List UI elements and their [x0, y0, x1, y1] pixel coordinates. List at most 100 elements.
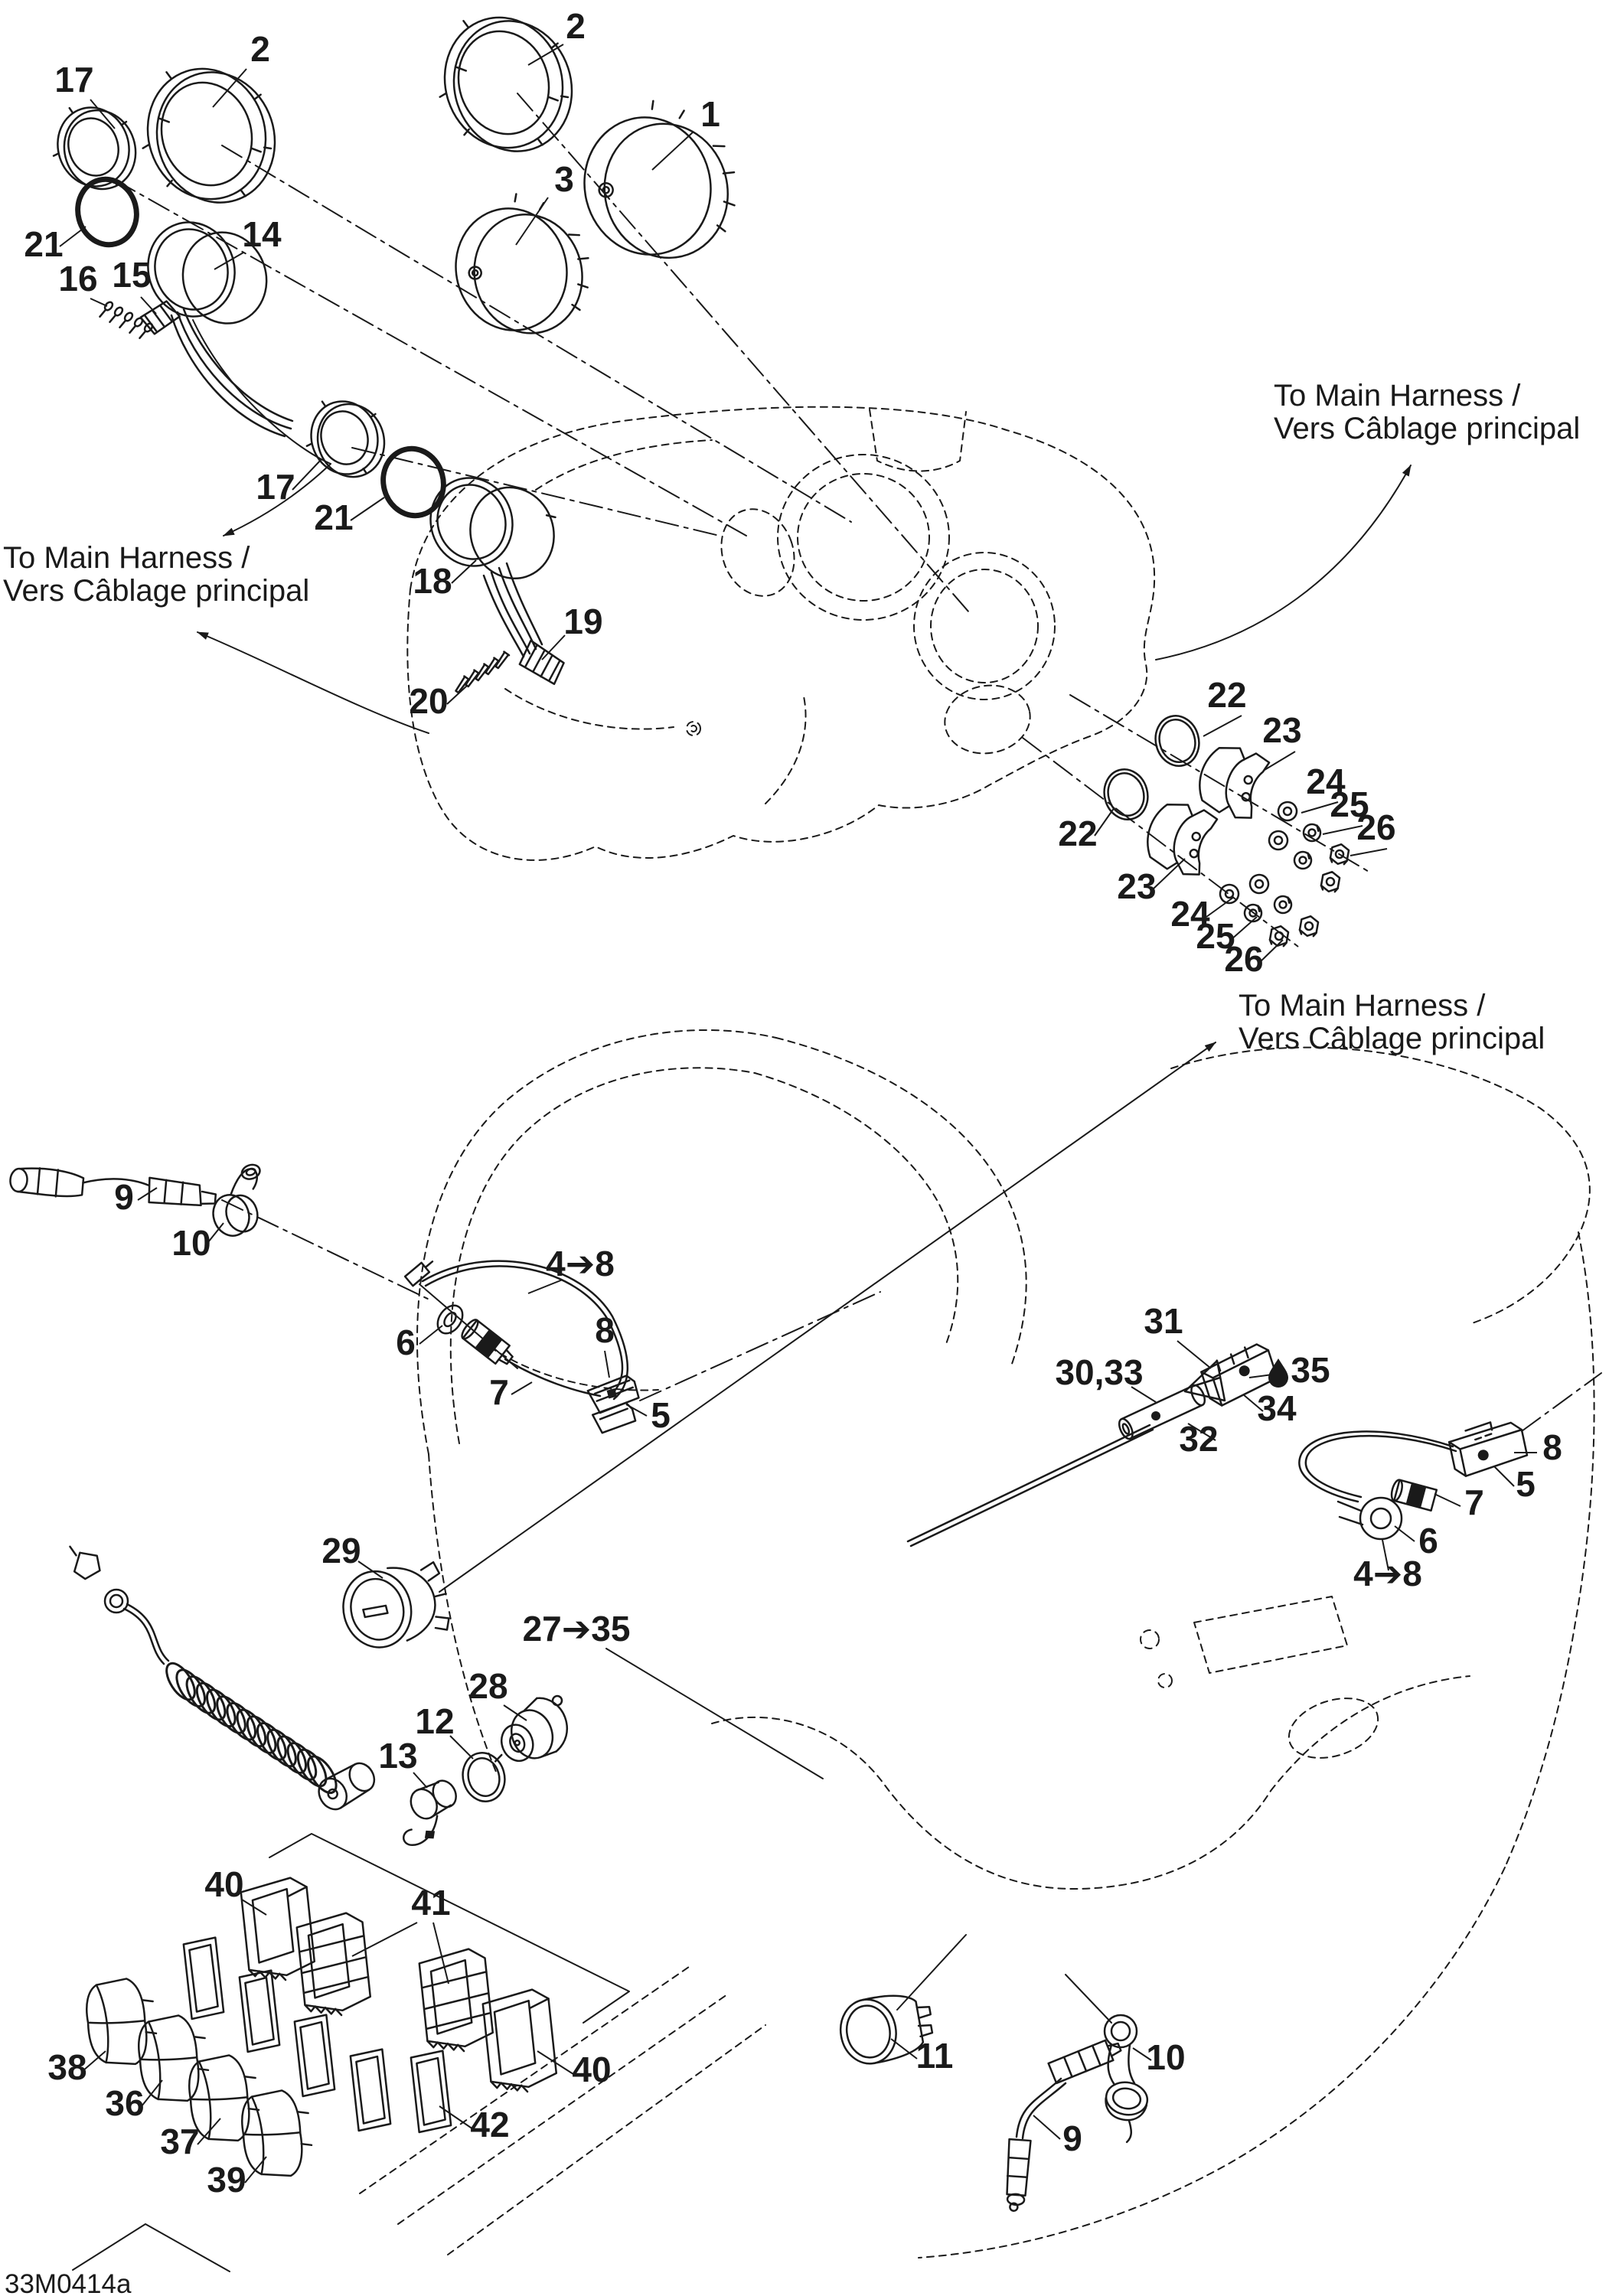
part-label: 36	[105, 2083, 144, 2123]
bezel-ring-17-mid	[305, 400, 386, 478]
leader-line	[1434, 1493, 1461, 1507]
switch-gasket	[238, 1969, 281, 2053]
part-label: 42	[470, 2105, 509, 2144]
part-label: 22	[1207, 675, 1246, 715]
leader-line	[527, 1279, 563, 1294]
coil-loop	[256, 1722, 287, 1761]
part-label: 25	[1330, 784, 1369, 824]
gauge-housing-1	[583, 99, 736, 259]
bezel-ring-2-left	[142, 67, 276, 204]
lock-washer-25	[1291, 848, 1315, 872]
o-ring-21-mid	[380, 445, 446, 519]
leader-line	[1152, 858, 1186, 890]
part-label: 25	[1196, 916, 1235, 956]
leader-line	[439, 2105, 474, 2130]
leader-line	[1382, 1539, 1389, 1571]
power-socket-11	[839, 1994, 934, 2065]
leader-line	[1033, 2115, 1061, 2140]
part-label: 21	[24, 224, 63, 264]
nut-26	[1319, 869, 1342, 894]
leader-line	[204, 1222, 224, 1247]
safety-lanyard	[69, 1545, 376, 1811]
ignition-switch-29	[342, 1561, 450, 1649]
part-label: 23	[1117, 866, 1156, 906]
part-label: 15	[112, 255, 151, 295]
harness-arrows-top	[192, 319, 1412, 734]
coil-loop	[226, 1701, 257, 1741]
o-ring-22-bottom	[1103, 768, 1149, 820]
leader-lines	[59, 44, 1537, 2183]
part-label: 10	[1146, 2037, 1185, 2077]
leader-line	[197, 2118, 221, 2145]
part-label: 26	[1356, 807, 1395, 847]
part-label: 1	[700, 94, 720, 134]
start-button-28	[500, 1694, 568, 1763]
upper-console-housing	[406, 406, 1156, 861]
switch-housing-41	[417, 1946, 496, 2056]
part-label: 17	[54, 60, 93, 99]
screws-16	[99, 301, 154, 340]
harness-arrow-middle	[439, 1042, 1216, 1593]
leader-line	[1131, 1386, 1157, 1403]
switch-gasket-42	[410, 2050, 452, 2134]
part-label: 24	[1170, 894, 1210, 934]
cap-10-left	[212, 1163, 261, 1237]
leader-line	[1350, 848, 1388, 856]
hull-edge-lines	[72, 2223, 230, 2272]
leader-line	[537, 2050, 576, 2076]
part-label: 2	[566, 6, 586, 46]
coil-cord	[165, 1662, 338, 1795]
leader-line	[890, 2038, 918, 2060]
part-label: 6	[1418, 1521, 1438, 1561]
leader-line	[1394, 1525, 1415, 1542]
part-label: 39	[207, 2160, 246, 2200]
coil-loop	[175, 1668, 207, 1707]
part-label: 5	[651, 1395, 671, 1435]
leader-line	[1493, 1466, 1515, 1487]
rocker-switch-39	[237, 2086, 316, 2181]
figure-code: 33M0414a	[5, 2269, 132, 2296]
part-label: 26	[1224, 939, 1263, 979]
leader-line	[651, 131, 694, 171]
part-label: 13	[378, 1736, 417, 1776]
leader-line	[451, 559, 477, 584]
part-label: 41	[411, 1883, 450, 1923]
part-label: 8	[1542, 1427, 1562, 1467]
leader-socket-11	[896, 1934, 967, 2011]
lower-console-body	[359, 1029, 1595, 2258]
switch-bank	[82, 1833, 630, 2181]
part-label: 6	[396, 1322, 416, 1362]
leader-line	[1258, 939, 1284, 964]
wire-assembly-4-8-right	[1298, 1372, 1602, 1541]
part-label: 4➔8	[1353, 1554, 1422, 1593]
nut-26	[1297, 914, 1320, 938]
leader-line	[527, 44, 564, 66]
leader-line	[244, 2156, 267, 2183]
leader-line	[419, 1325, 443, 1345]
assembly-axes-top	[114, 93, 1371, 950]
cable-9-left	[9, 1167, 217, 1207]
leader-cap-10b	[1065, 1974, 1112, 2024]
leader-line	[1206, 896, 1235, 918]
lock-washer-25	[1300, 820, 1324, 845]
part-label: 3	[554, 159, 574, 199]
part-label: 40	[204, 1864, 243, 1904]
leader-line	[1132, 2047, 1152, 2061]
leader-line	[90, 99, 116, 129]
harness-note-left: To Main Harness /	[3, 541, 250, 575]
washer-24	[1216, 881, 1242, 907]
part-label: 27➔35	[523, 1609, 631, 1649]
leader-line	[604, 1350, 610, 1378]
leader-line	[212, 68, 247, 108]
lubricant-drop-icon	[1268, 1358, 1288, 1388]
switch-gasket	[293, 2014, 336, 2098]
leader-line	[413, 1772, 428, 1789]
coil-loop	[205, 1688, 237, 1728]
switch-housing-40	[239, 1875, 318, 1985]
leader-line	[503, 1704, 527, 1721]
part-label: 19	[563, 602, 602, 641]
leader-line	[1230, 916, 1258, 941]
o-ring-22-top	[1154, 715, 1200, 767]
